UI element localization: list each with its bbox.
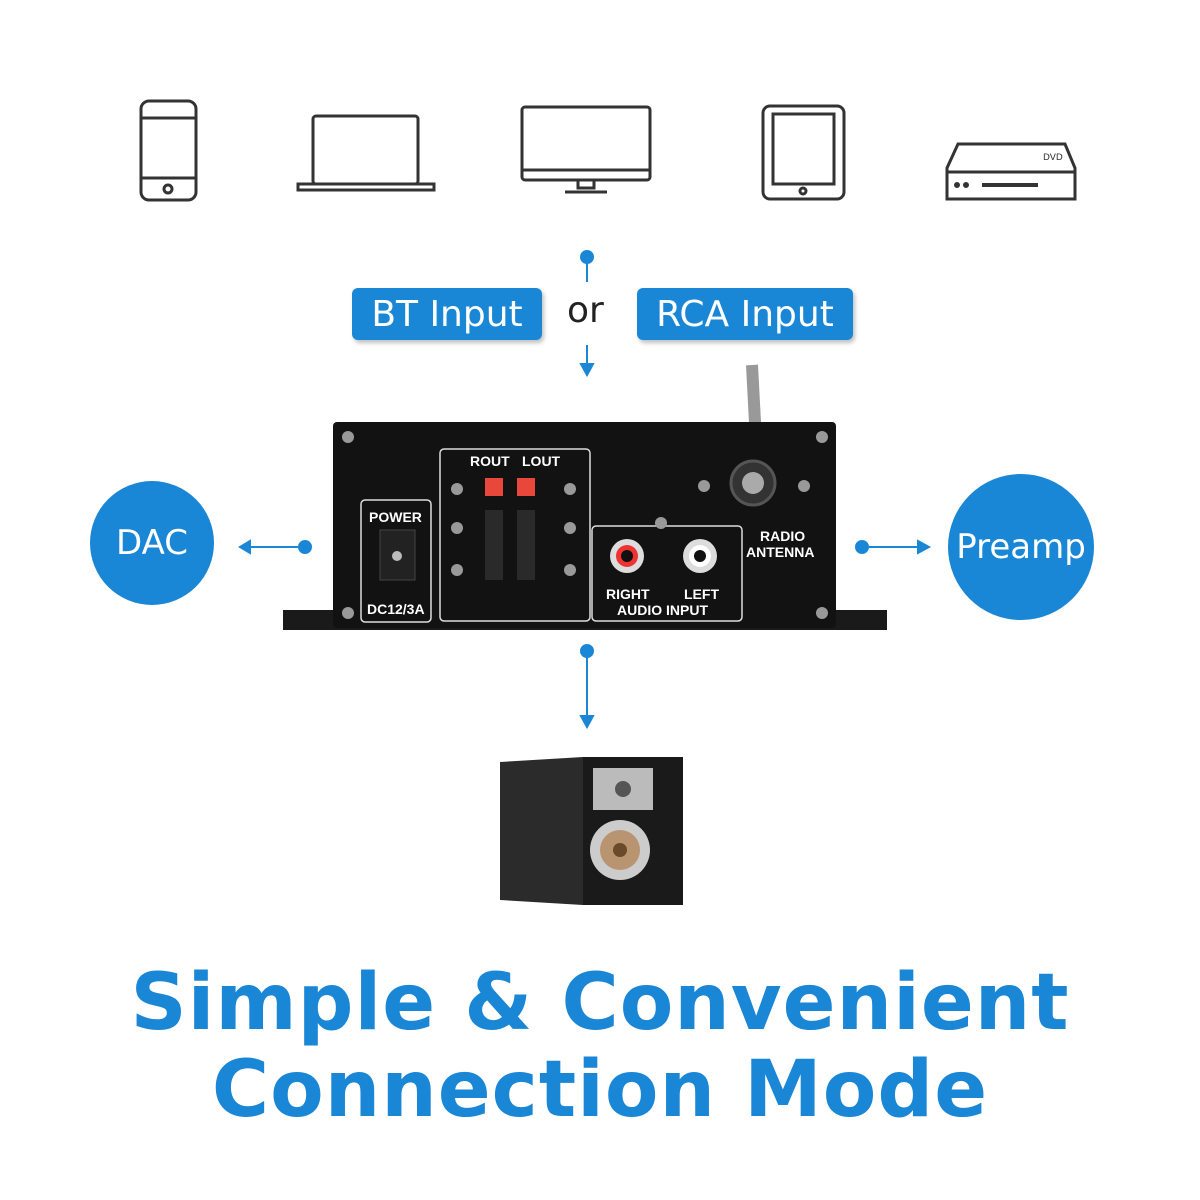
- bt-input-badge: BT Input: [352, 288, 542, 340]
- left-label: LEFT: [684, 586, 719, 602]
- connection-arrows: [238, 250, 932, 730]
- dvd-player-icon: DVD: [945, 142, 1077, 201]
- audio-input-label: AUDIO INPUT: [617, 602, 708, 618]
- rout-label: ROUT: [470, 453, 510, 469]
- amplifier-image: ROUT LOUT POWER DC12/3A RIGHT LEFT AUDIO…: [283, 364, 887, 630]
- lout-label: LOUT: [522, 453, 561, 469]
- preamp-output-circle: Preamp: [948, 474, 1094, 620]
- dc-label: DC12/3A: [367, 601, 425, 617]
- title-line-1: Simple & Convenient: [130, 958, 1070, 1048]
- monitor-icon: [520, 105, 652, 194]
- smartphone-icon: [139, 99, 198, 202]
- power-label: POWER: [369, 509, 422, 525]
- right-label: RIGHT: [606, 586, 650, 602]
- dac-output-circle: DAC: [90, 481, 214, 605]
- tablet-icon: [761, 104, 846, 201]
- speaker-image: [500, 757, 683, 905]
- rca-input-badge: RCA Input: [637, 288, 853, 340]
- laptop-icon: [296, 114, 436, 192]
- radio-label: RADIO: [760, 528, 805, 544]
- title-line-2: Connection Mode: [211, 1045, 989, 1135]
- antenna-label: ANTENNA: [746, 544, 814, 560]
- or-label: or: [567, 290, 604, 331]
- dvd-logo: DVD: [1043, 153, 1063, 163]
